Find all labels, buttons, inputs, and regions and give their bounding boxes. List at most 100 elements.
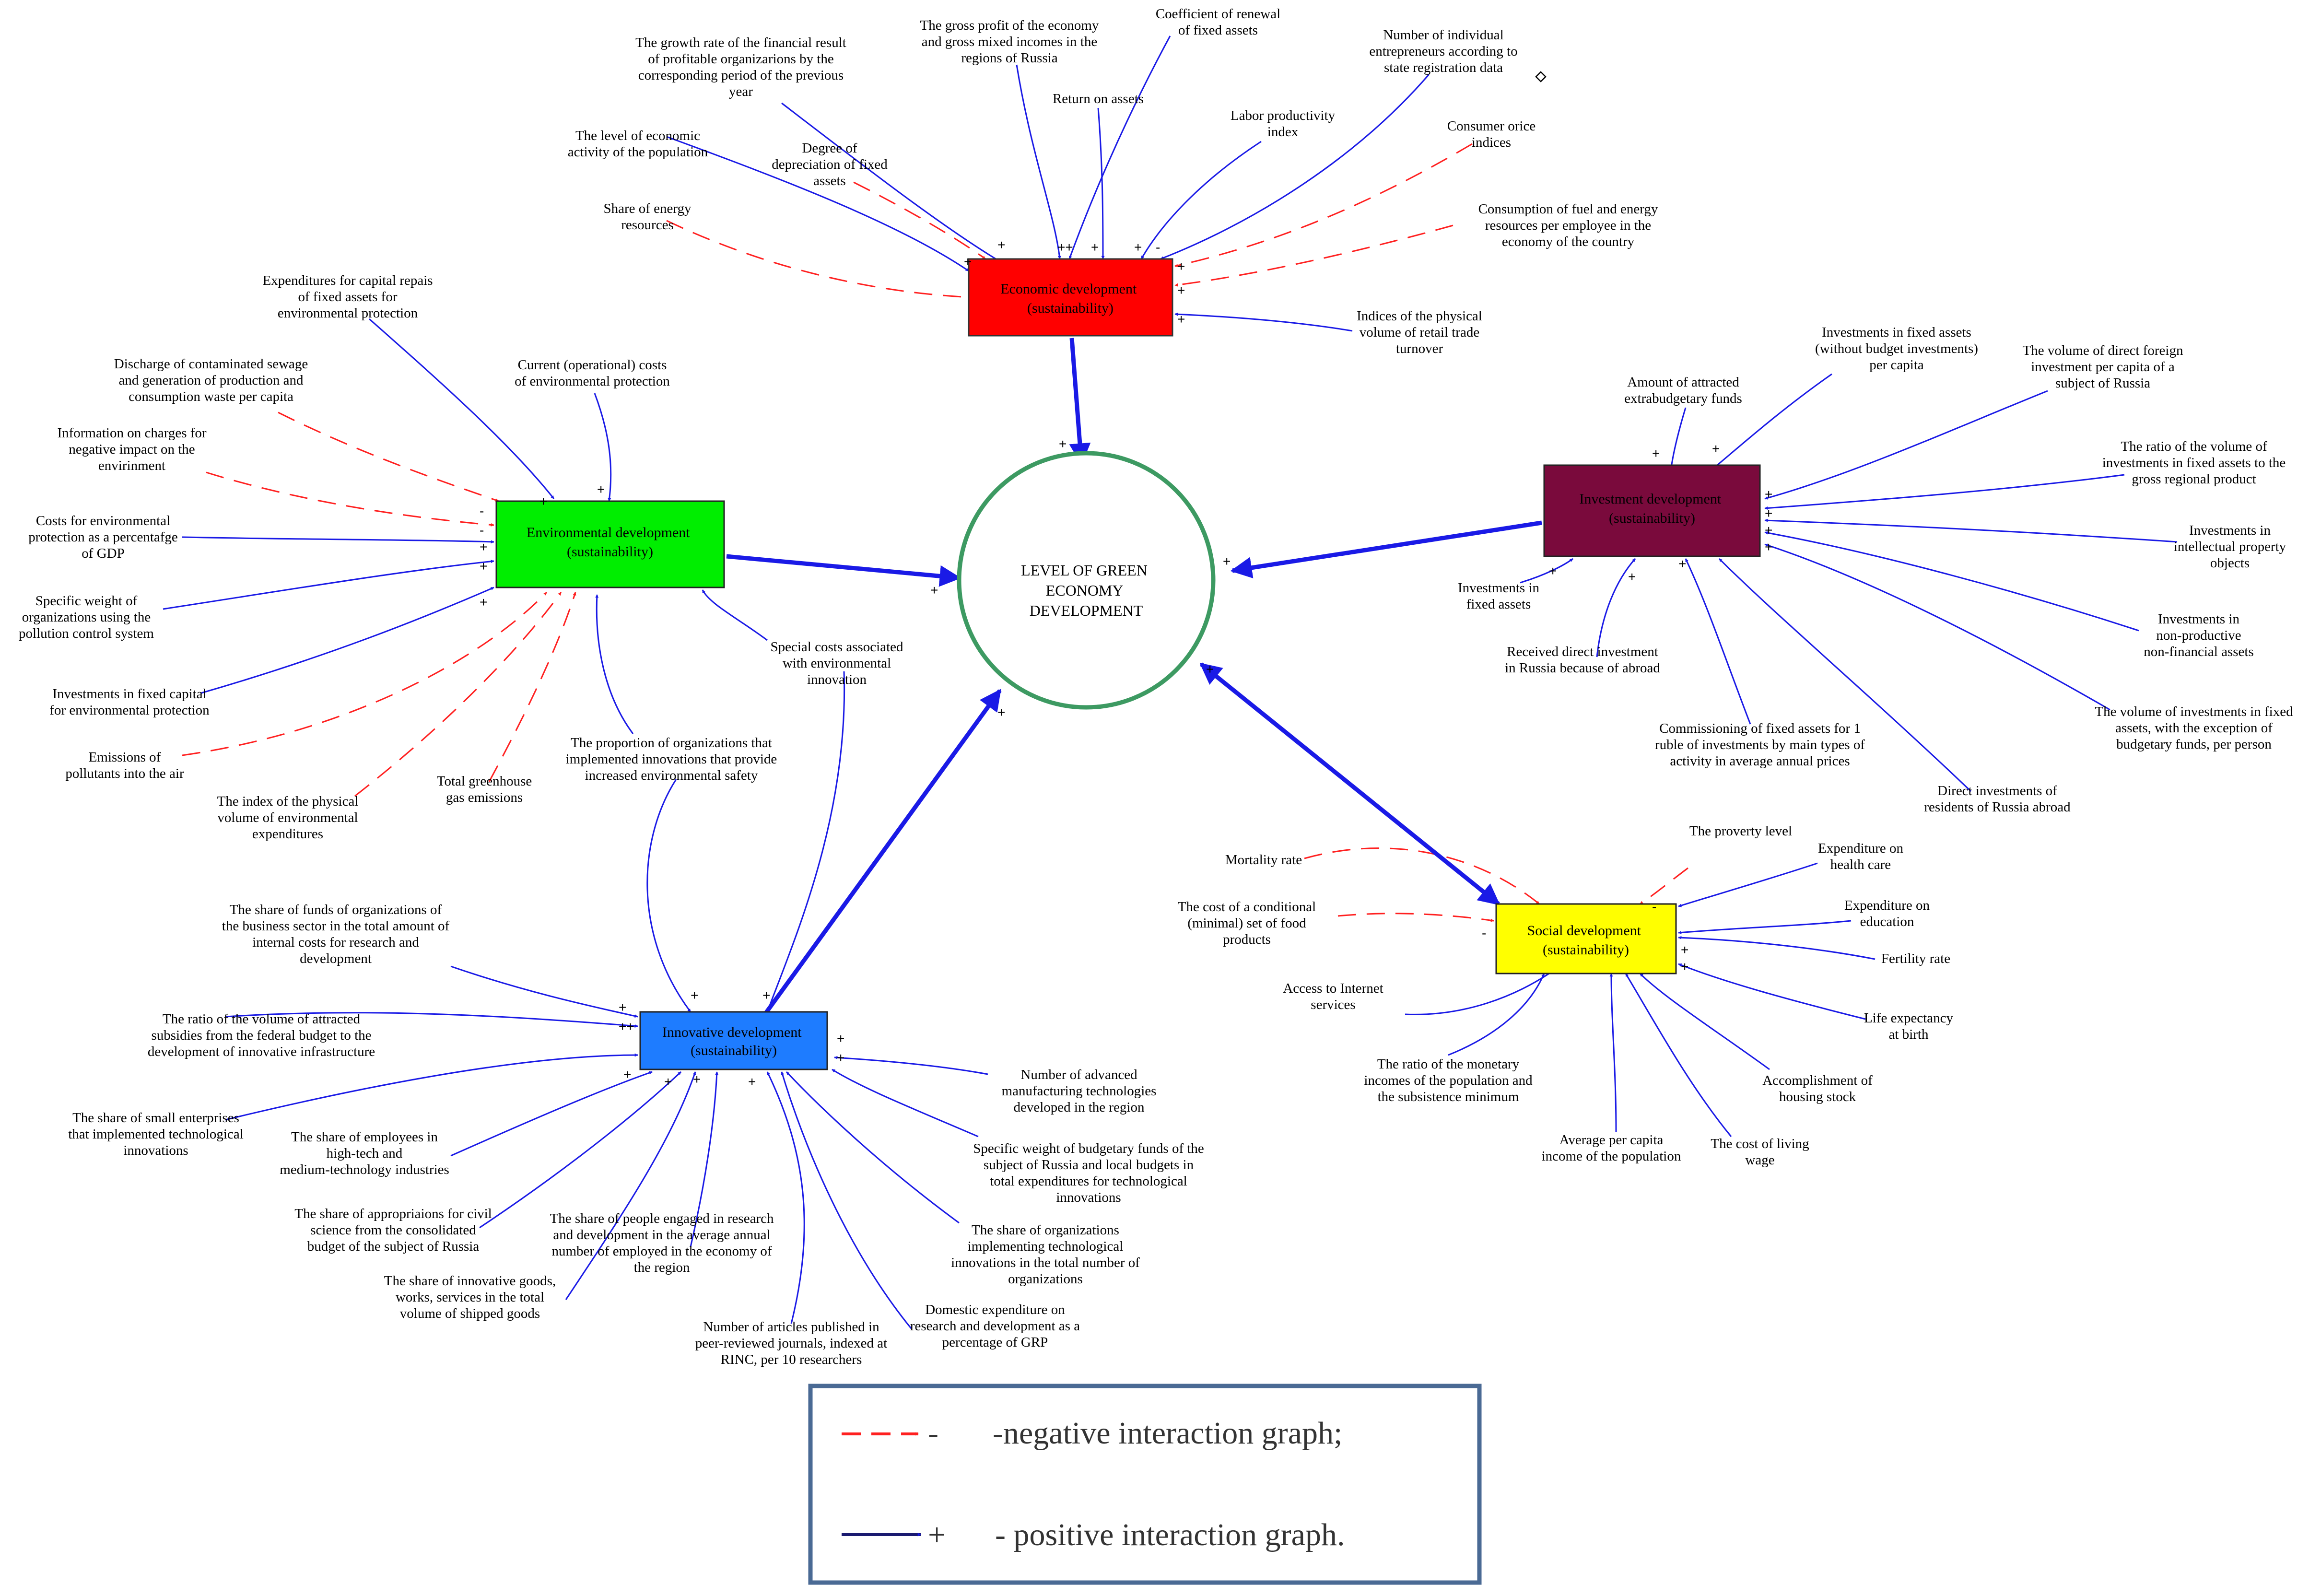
arrow-env-to-innov (766, 671, 845, 1012)
arrow-abroad (1718, 558, 1972, 792)
arrow-special-costs (702, 589, 768, 641)
innovative-box: Innovative development (sustainability) (639, 1011, 828, 1070)
social-box: Social development (sustainability) (1495, 903, 1677, 974)
arrow-energy-share (666, 220, 972, 299)
diamond-icon (1535, 71, 1547, 82)
sign-plus: + (1549, 563, 1557, 578)
legend-negative: - -negative interaction graph; (842, 1416, 1342, 1451)
arrow-budget-weight (832, 1068, 979, 1138)
center-title: LEVEL OF GREEN ECONOMY DEVELOPMENT (1021, 562, 1151, 619)
arrow-costs-gdp (182, 536, 494, 544)
sign-plus: + (480, 540, 487, 554)
sign-plus: + (539, 494, 547, 509)
arrow-activity (666, 136, 969, 272)
sign-plus: + (837, 1050, 844, 1065)
label-mortality: Mortality rate (1225, 852, 1302, 868)
sign-plus: + (930, 583, 938, 598)
environmental-box: Environmental development (sustainabilit… (495, 500, 725, 588)
label-return-assets: Return on assets (1053, 91, 1144, 106)
arrow-except-budget (1764, 543, 2110, 711)
arrow-discharge (278, 411, 499, 502)
arrow-received-fdi (1596, 558, 1636, 657)
sign-plus: + (1765, 506, 1772, 521)
sign-plus: + (1681, 942, 1688, 957)
arrow-capital-repairs (369, 318, 555, 499)
sign-plus: + (1134, 240, 1142, 255)
sign-plus: + (1177, 259, 1185, 274)
svg-text:Social development (sust: Social development (sustainability) (1527, 923, 1645, 958)
sign-plus: + (480, 595, 487, 610)
arrow-intellectual (1764, 518, 2178, 543)
arrow-physical-volume (354, 592, 562, 797)
sign-plus: + (1059, 436, 1067, 451)
sign-plus: + (1223, 554, 1231, 569)
main-arrow-economic (1069, 338, 1091, 465)
sign-plus: + (1177, 283, 1185, 298)
sign-plus: + (1678, 556, 1686, 571)
sign-plus: + (480, 559, 487, 574)
sign-minus: - (480, 523, 484, 538)
legend-positive: + - positive interaction graph. (842, 1517, 1345, 1552)
sign-plus: + (1628, 569, 1636, 584)
arrow-housing (1639, 973, 1770, 1070)
legend-positive-text: - positive interaction graph. (995, 1517, 1345, 1552)
arrow-current-costs (594, 393, 612, 502)
sign-plus: + (1177, 312, 1185, 327)
arrow-pollution-control (163, 560, 494, 610)
main-arrow-social (1199, 662, 1500, 906)
sign-plus: + (619, 1000, 626, 1015)
arrow-fertility (1678, 936, 1876, 960)
arrow-growth-rate (781, 102, 1000, 262)
arrow-retail (1174, 312, 1353, 332)
arrow-extrabudgetary (1670, 407, 1687, 468)
main-arrow-environmental (726, 554, 961, 587)
arrow-implementing (785, 1071, 960, 1224)
arrow-articles (766, 1071, 805, 1324)
arrow-emissions (182, 591, 548, 756)
arrow-return-assets (1097, 107, 1105, 259)
arrow-ghg (488, 592, 576, 782)
arrow-gross-profit (1016, 64, 1061, 259)
arrow-subsidies (225, 1012, 638, 1028)
arrows-layer (163, 35, 2178, 1329)
sign-minus: - (1482, 926, 1486, 940)
arrow-fuel (1174, 224, 1454, 287)
arrow-nonproductive (1764, 531, 2139, 632)
sign-plus: + (1765, 487, 1772, 502)
main-arrow-innovative (763, 689, 1002, 1016)
arrow-advanced-tech (834, 1056, 988, 1075)
arrow-env-investments (201, 587, 494, 694)
sign-minus: - (480, 504, 484, 518)
sign-plus: + (748, 1074, 756, 1089)
svg-text:Innovative development (: Innovative development (sustainability) (662, 1024, 805, 1058)
arrow-living-wage (1625, 973, 1732, 1137)
sign-plus: + (597, 482, 605, 497)
